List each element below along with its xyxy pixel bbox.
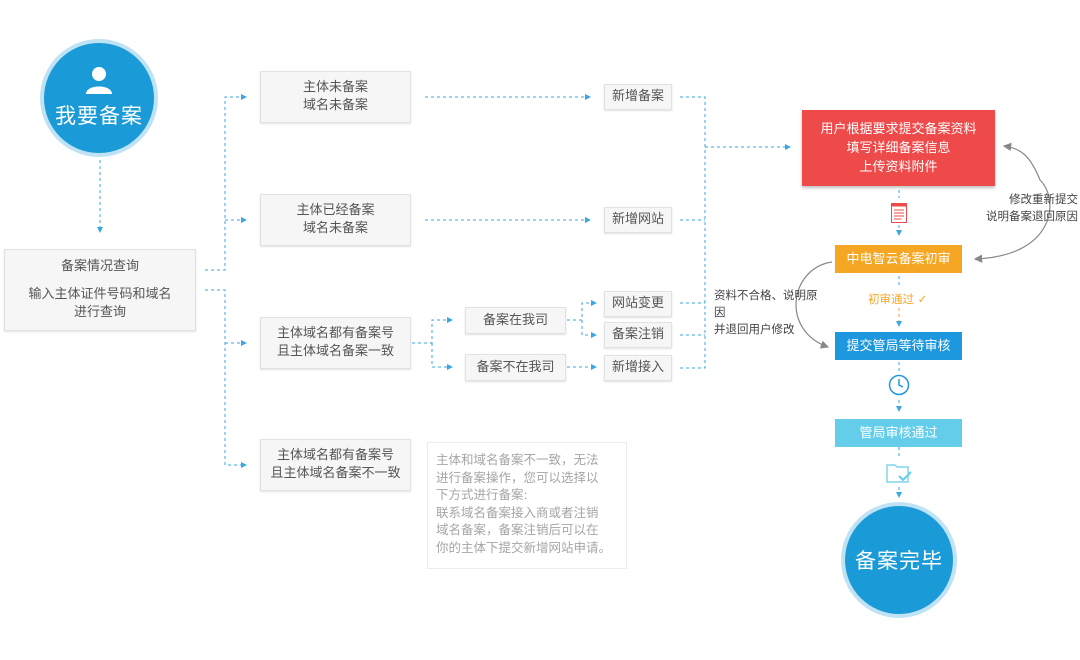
case-line: 主体未备案 [302, 80, 368, 95]
case-line: 主体域名都有备案号 [276, 448, 394, 463]
bureau-approved-box: 管局审核通过 [835, 419, 962, 447]
case-subject-recorded: 主体已经备案 域名未备案 [260, 194, 411, 246]
done-node: 备案完毕 [845, 506, 953, 614]
action-new-site: 新增网站 [604, 207, 672, 233]
case-both-consistent: 主体域名都有备案号 且主体域名备案一致 [260, 317, 411, 369]
initial-review-box: 中电智云备案初审 [835, 245, 962, 273]
reject-line: 资料不合格、说明原因 [714, 288, 818, 319]
start-label: 我要备案 [55, 104, 143, 128]
sub-label: 备案不在我司 [476, 359, 555, 375]
submit-line: 填写详细备案信息 [846, 140, 951, 156]
document-icon [891, 203, 907, 223]
inconsistent-note: 主体和域名备案不一致，无法 进行备案操作，您可以选择以 下方式进行备案: 联系域… [427, 442, 627, 569]
note-line: 域名备案，备案注销后可以在 [436, 522, 599, 537]
case-line: 域名未备案 [302, 221, 368, 236]
review-label: 中电智云备案初审 [846, 251, 951, 267]
action-label: 网站变更 [611, 296, 664, 311]
case-line: 域名未备案 [302, 98, 368, 113]
user-icon [86, 67, 112, 94]
action-cancel-record: 备案注销 [604, 322, 672, 348]
action-site-change: 网站变更 [604, 291, 672, 317]
review-pass-label: 初审通过 ✓ [868, 292, 928, 306]
action-new-record: 新增备案 [604, 84, 672, 110]
note-line: 你的主体下提交新增网站申请。 [436, 539, 612, 555]
approved-label: 管局审核通过 [859, 425, 938, 441]
submit-line: 上传资料附件 [859, 159, 938, 175]
sub-label: 备案在我司 [482, 312, 548, 328]
case-line: 且主体域名备案一致 [276, 344, 394, 359]
case-line: 主体域名都有备案号 [276, 326, 394, 341]
bureau-label: 提交管局等待审核 [846, 338, 951, 354]
start-node: 我要备案 [44, 43, 154, 153]
note-line: 进行备案操作，您可以选择以 [436, 469, 599, 485]
case-no-record: 主体未备案 域名未备案 [260, 71, 411, 123]
submit-materials-box: 用户根据要求提交备案资料 填写详细备案信息 上传资料附件 [802, 110, 995, 186]
resubmit-note: 修改重新提交 说明备案退回原因 [980, 191, 1078, 225]
resubmit-line: 修改重新提交 [1009, 192, 1078, 206]
note-line: 下方式进行备案: [436, 487, 528, 502]
resubmit-line: 说明备案退回原因 [986, 209, 1078, 223]
query-title: 备案情况查询 [60, 259, 139, 274]
bureau-submit-box: 提交管局等待审核 [835, 332, 962, 360]
action-label: 新增接入 [611, 360, 664, 375]
clock-icon [888, 374, 910, 396]
action-label: 新增网站 [611, 212, 664, 227]
folder-check-icon [886, 464, 912, 483]
case-line: 主体已经备案 [296, 203, 375, 218]
done-label: 备案完毕 [855, 549, 943, 573]
action-new-access: 新增接入 [604, 355, 672, 381]
note-line: 联系域名备案接入商或者注销 [436, 504, 599, 520]
case-both-inconsistent: 主体域名都有备案号 且主体域名备案不一致 [260, 439, 411, 491]
sub-record-not-in-company: 备案不在我司 [465, 354, 566, 381]
case-line: 且主体域名备案不一致 [270, 466, 401, 481]
reject-line: 并退回用户修改 [714, 322, 795, 336]
sub-record-in-company: 备案在我司 [465, 307, 566, 334]
query-line3: 进行查询 [73, 305, 126, 320]
reject-note: 资料不合格、说明原因 并退回用户修改 [714, 287, 824, 338]
action-label: 备案注销 [611, 327, 664, 342]
submit-line: 用户根据要求提交备案资料 [820, 121, 977, 137]
query-line2: 输入主体证件号码和域名 [28, 287, 172, 302]
action-label: 新增备案 [611, 89, 664, 104]
note-line: 主体和域名备案不一致，无法 [436, 452, 599, 467]
query-box: 备案情况查询 输入主体证件号码和域名 进行查询 [4, 249, 196, 331]
